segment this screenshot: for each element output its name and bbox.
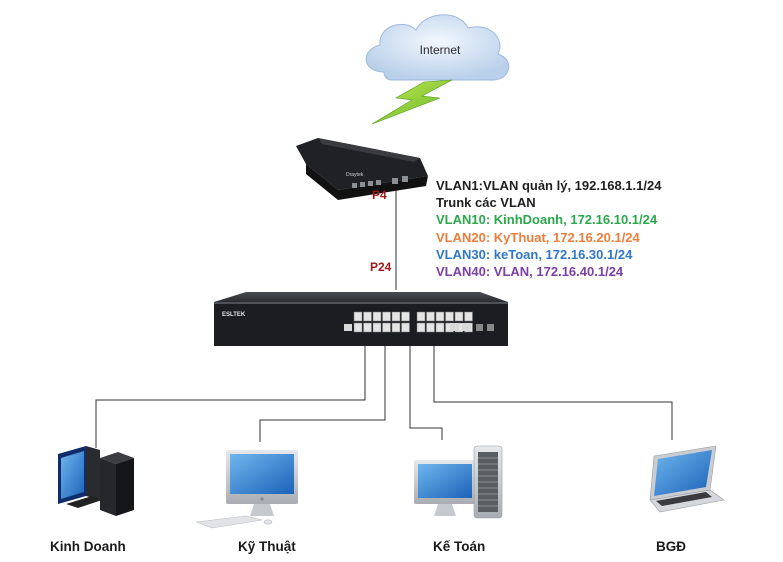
switch-port bbox=[435, 322, 445, 333]
switch-port bbox=[391, 311, 401, 322]
switch-port bbox=[445, 311, 454, 322]
cloud-label: Internet bbox=[420, 43, 461, 57]
vlan-line-trunk: Trunk các VLAN bbox=[436, 195, 536, 210]
switch-port-label: P24 bbox=[370, 260, 392, 274]
internet-cloud: Internet bbox=[365, 14, 510, 81]
device-label-kinh-doanh: Kinh Doanh bbox=[50, 539, 126, 554]
lightning-bolt-icon bbox=[371, 79, 453, 125]
vlan-line-management: VLAN1:VLAN quản lý, 192.168.1.1/24 bbox=[436, 178, 662, 193]
switch-port bbox=[426, 322, 435, 333]
imac-icon bbox=[195, 450, 298, 529]
connection-lines bbox=[95, 190, 673, 448]
device-label-ke-toan: Kế Toán bbox=[433, 539, 486, 554]
desktop-tower-icon bbox=[58, 446, 134, 516]
switch-port bbox=[372, 322, 382, 333]
switch-port bbox=[382, 322, 391, 333]
vlan-line-30: VLAN30: keToan, 172.16.30.1/24 bbox=[436, 247, 633, 262]
device-label-ky-thuat: Kỹ Thuật bbox=[238, 539, 296, 554]
switch-port bbox=[416, 322, 426, 333]
link-ky-thuat bbox=[259, 343, 386, 442]
switch-port bbox=[382, 311, 391, 322]
switch-port bbox=[353, 311, 363, 322]
switch-brand: ESLTEK bbox=[222, 312, 246, 318]
switch-port bbox=[363, 322, 372, 333]
switch-port bbox=[435, 311, 445, 322]
device-label-bgd: BGĐ bbox=[656, 539, 686, 554]
switch-port bbox=[464, 311, 473, 322]
router: Draytek bbox=[296, 138, 428, 200]
link-kinh-doanh bbox=[95, 343, 366, 448]
vlan-line-10: VLAN10: KinhDoanh, 172.16.10.1/24 bbox=[436, 212, 658, 227]
link-ke-toan bbox=[409, 343, 443, 440]
router-brand: Draytek bbox=[346, 172, 364, 178]
vlan-line-20: VLAN20: KyThuat, 172.16.20.1/24 bbox=[436, 230, 640, 245]
switch-port bbox=[353, 322, 363, 333]
mac-pro-icon bbox=[414, 445, 503, 519]
link-bgd bbox=[433, 343, 673, 440]
laptop-icon bbox=[649, 445, 725, 513]
switch-port bbox=[401, 311, 410, 322]
switch-port bbox=[372, 311, 382, 322]
switch-port bbox=[401, 322, 410, 333]
network-switch: ESLTEK bbox=[214, 292, 508, 346]
switch-port bbox=[363, 311, 372, 322]
switch-port bbox=[391, 322, 401, 333]
switch-port bbox=[454, 311, 464, 322]
switch-port bbox=[416, 311, 426, 322]
router-port-label: P4 bbox=[372, 188, 387, 202]
switch-port bbox=[426, 311, 435, 322]
vlan-line-40: VLAN40: VLAN, 172.16.40.1/24 bbox=[436, 264, 624, 279]
